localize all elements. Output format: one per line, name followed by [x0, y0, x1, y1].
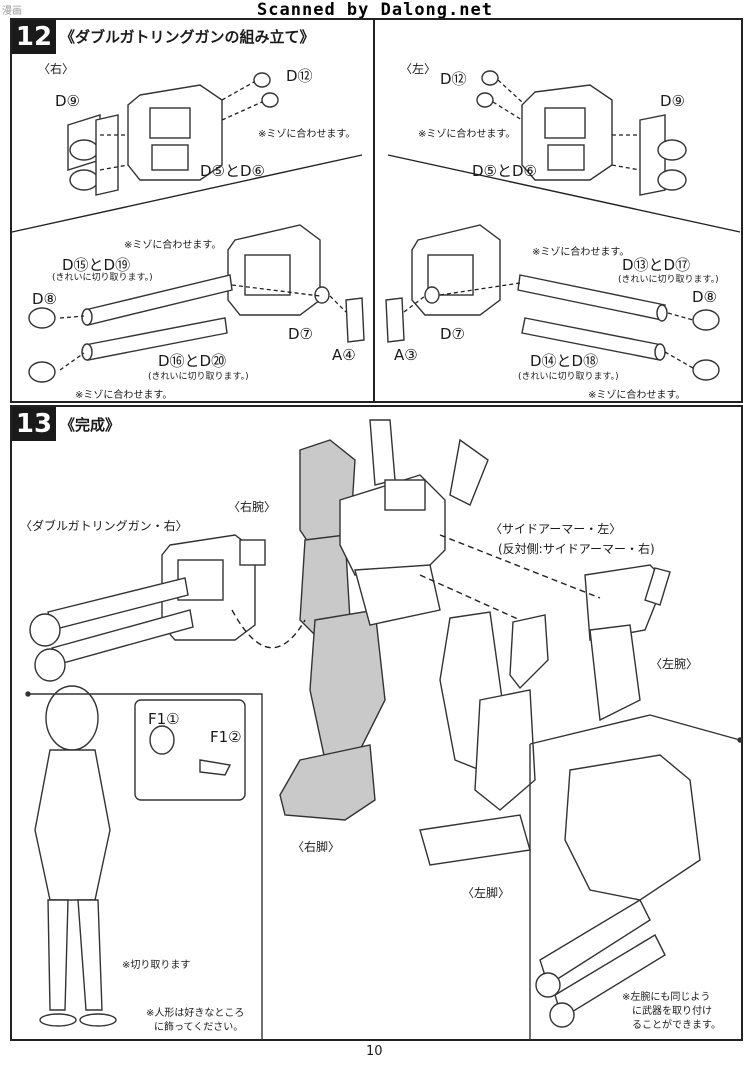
note-groove-left-bottom: ※ミゾに合わせます。: [588, 390, 686, 401]
label-f1-2: F1②: [210, 728, 242, 746]
cut-note-d14: (きれいに切り取ります。): [518, 372, 619, 382]
note-display-line2: に飾ってください。: [154, 1022, 244, 1033]
step12-number: 12: [12, 20, 56, 54]
label-d15-d19: D⑮とD⑲: [62, 256, 131, 274]
step12-title: 《ダブルガトリングガンの組み立て》: [60, 28, 315, 46]
step12-panel: [10, 18, 743, 403]
page-number: 10: [366, 1044, 383, 1059]
label-d12-right: D⑫: [286, 67, 313, 85]
corner-watermark: 漫画: [2, 6, 22, 17]
note-left-arm-line1: ※左腕にも同じよう: [622, 992, 711, 1003]
note-groove-left-top: ※ミゾに合わせます。: [418, 129, 516, 140]
scanner-credit: Scanned by Dalong.net: [257, 0, 493, 20]
label-d8-left: D⑧: [692, 288, 717, 306]
cut-note-d15: (きれいに切り取ります。): [52, 273, 153, 283]
note-left-arm-line2: に武器を取り付け: [632, 1006, 712, 1017]
label-a4: A④: [332, 346, 356, 364]
label-gatling-right: 〈ダブルガトリングガン・右〉: [20, 519, 188, 533]
label-d7-left: D⑦: [440, 325, 465, 343]
label-d5-d6-left: D⑤とD⑥: [472, 162, 537, 180]
label-right-arm: 〈右腕〉: [228, 500, 277, 514]
note-groove-right-mid: ※ミゾに合わせます。: [124, 240, 222, 251]
note-groove-right-bottom: ※ミゾに合わせます。: [75, 390, 173, 401]
label-d9-left: D⑨: [660, 92, 685, 110]
label-d14-d18: D⑭とD⑱: [530, 352, 599, 370]
step13-number: 13: [12, 407, 56, 441]
note-groove-left-mid: ※ミゾに合わせます。: [532, 247, 630, 258]
label-d8-right: D⑧: [32, 290, 57, 308]
label-d16-d20: D⑯とD⑳: [158, 352, 227, 370]
note-groove-right-top: ※ミゾに合わせます。: [258, 129, 356, 140]
step13-title: 《完成》: [60, 416, 121, 434]
label-d13-d17: D⑬とD⑰: [622, 256, 691, 274]
label-d7-right: D⑦: [288, 325, 313, 343]
label-left-leg: 〈左脚〉: [462, 886, 511, 900]
label-f1-1: F1①: [148, 710, 180, 728]
label-left-arm: 〈左腕〉: [650, 657, 699, 671]
label-d9-right: D⑨: [55, 92, 80, 110]
step12-divider: [373, 18, 375, 403]
step13-panel: [10, 405, 743, 1041]
label-a3: A③: [394, 346, 418, 364]
label-d5-d6-right: D⑤とD⑥: [200, 162, 265, 180]
label-right-leg: 〈右脚〉: [292, 840, 341, 854]
note-cut-off: ※切り取ります: [122, 960, 191, 971]
cut-note-d16: (きれいに切り取ります。): [148, 372, 249, 382]
label-side-armor-left: 〈サイドアーマー・左〉: [490, 522, 622, 536]
label-side-armor-right: (反対側:サイドアーマー・右): [498, 542, 655, 556]
step12-left-heading: 〈左〉: [400, 62, 437, 76]
note-display-line1: ※人形は好きなところ: [146, 1008, 245, 1019]
cut-note-d13: (きれいに切り取ります。): [618, 275, 719, 285]
note-left-arm-line3: ることができます。: [632, 1020, 721, 1031]
step12-right-heading: 〈右〉: [38, 62, 75, 76]
label-d12-left: D⑫: [440, 70, 467, 88]
